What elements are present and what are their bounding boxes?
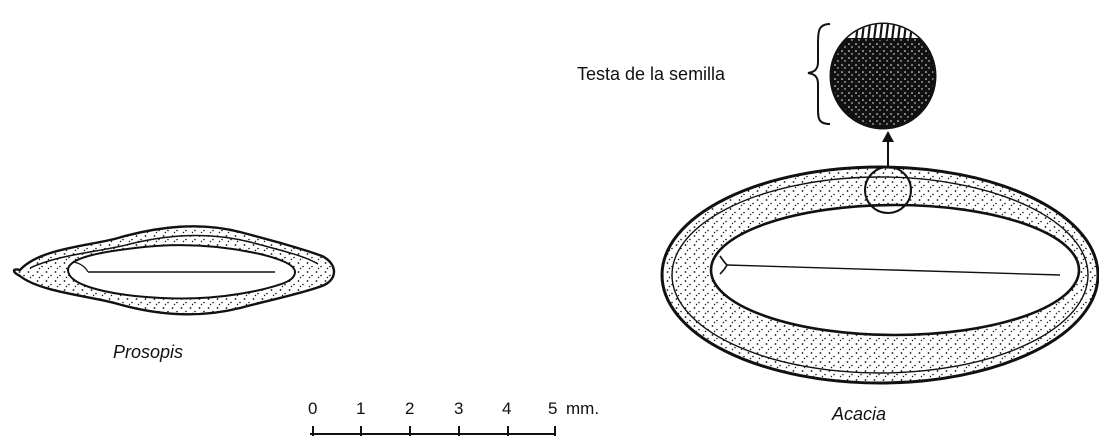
scale-unit: mm. [566,399,599,418]
testa-brace [808,24,830,124]
scale-label-3: 3 [454,399,463,418]
seed-coat-magnified [830,24,936,128]
acacia-seed-drawing [662,167,1098,383]
acacia-label: Acacia [831,404,886,424]
scale-label-2: 2 [405,399,414,418]
scale-label-4: 4 [502,399,511,418]
prosopis-label: Prosopis [113,342,183,362]
scale-label-5: 5 [548,399,557,418]
prosopis-seed-drawing [14,226,334,314]
scale-label-0: 0 [308,399,317,418]
scale-bar: 0 1 2 3 4 5 mm. [308,399,599,436]
scale-label-1: 1 [356,399,365,418]
seed-coat-label: Testa de la semilla [577,64,726,84]
detail-arrow [882,131,894,167]
